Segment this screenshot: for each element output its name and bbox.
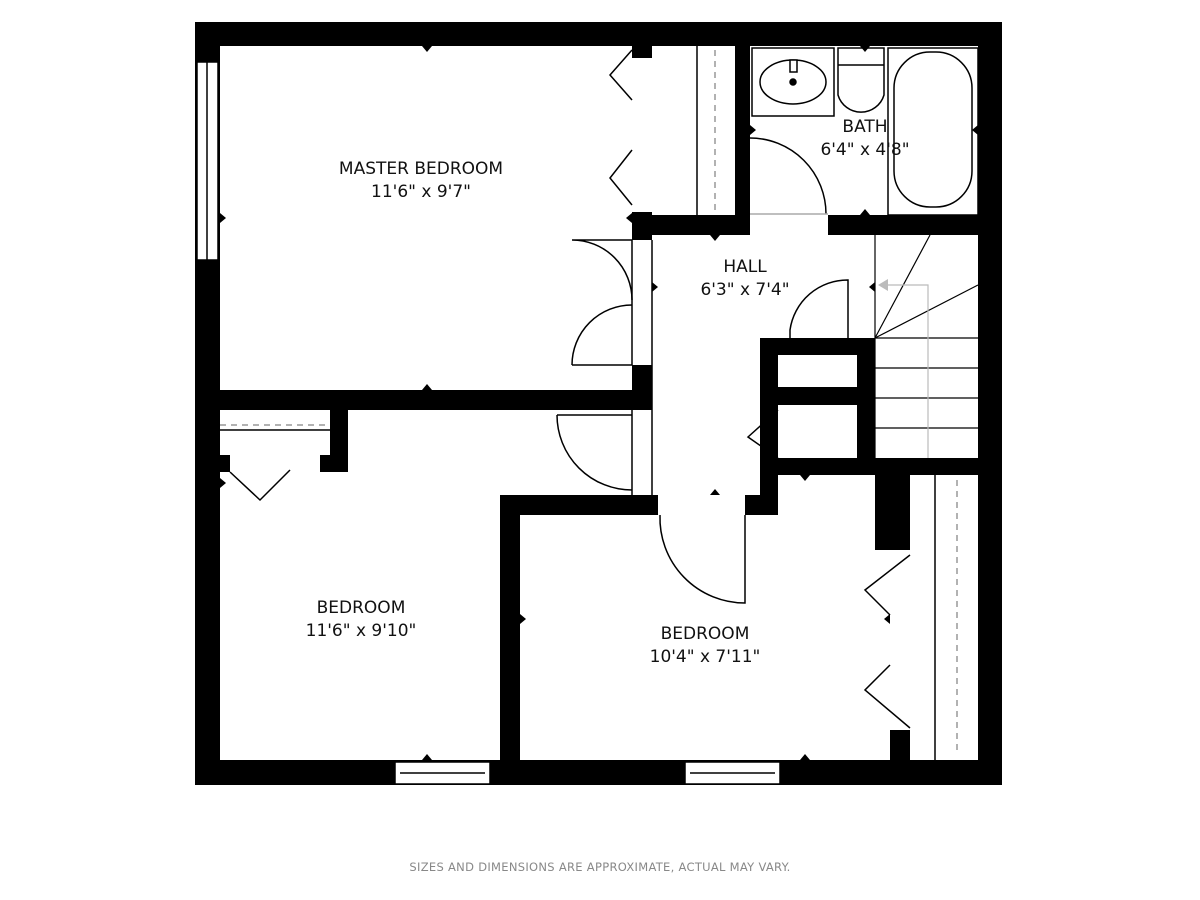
stair-arrow-icon: [878, 279, 888, 291]
room-label-bedroom-1: BEDROOM 11'6" x 9'10": [306, 597, 417, 643]
room-label-master-bedroom: MASTER BEDROOM 11'6" x 9'7": [339, 158, 503, 204]
stairs: [874, 234, 979, 458]
bifold-door-master: [609, 49, 633, 101]
outer-wall-bottom: [195, 760, 1002, 785]
sink-counter: [751, 47, 835, 117]
bedroom2-door: [659, 514, 746, 604]
bifold-door-bedroom2: [863, 554, 911, 616]
room-size: 10'4" x 7'11": [649, 647, 761, 667]
windows: [196, 61, 781, 785]
room-size: 11'6" x 9'7": [371, 182, 471, 202]
bedroom1-door: [556, 414, 633, 491]
bathtub-icon: [893, 51, 973, 208]
room-label-hall: HALL 6'3" x 7'4": [700, 256, 789, 302]
disclaimer-footer: SIZES AND DIMENSIONS ARE APPROXIMATE, AC…: [409, 860, 791, 874]
room-label-bath: BATH 6'4" x 4'8": [820, 116, 909, 162]
bath-door-swing: [749, 137, 827, 215]
outer-wall-top: [195, 22, 1002, 46]
master-door-1: [571, 239, 633, 301]
dimension-markers: [220, 46, 978, 760]
room-size: 11'6" x 9'10": [305, 621, 417, 641]
master-door-2: [571, 304, 633, 366]
room-label-bedroom-2: BEDROOM 10'4" x 7'11": [650, 623, 761, 669]
room-name: BEDROOM: [316, 598, 406, 618]
room-size: 6'4" x 4'8": [820, 140, 910, 160]
fixtures: [220, 46, 979, 760]
room-name: MASTER BEDROOM: [338, 159, 504, 179]
room-size: 6'3" x 7'4": [700, 280, 790, 300]
room-name: BATH: [842, 117, 888, 137]
hall-closet-door: [789, 279, 849, 338]
toilet-icon: [837, 47, 885, 113]
room-name: HALL: [723, 257, 767, 277]
room-name: BEDROOM: [660, 624, 750, 644]
outer-wall-right: [978, 22, 1002, 785]
